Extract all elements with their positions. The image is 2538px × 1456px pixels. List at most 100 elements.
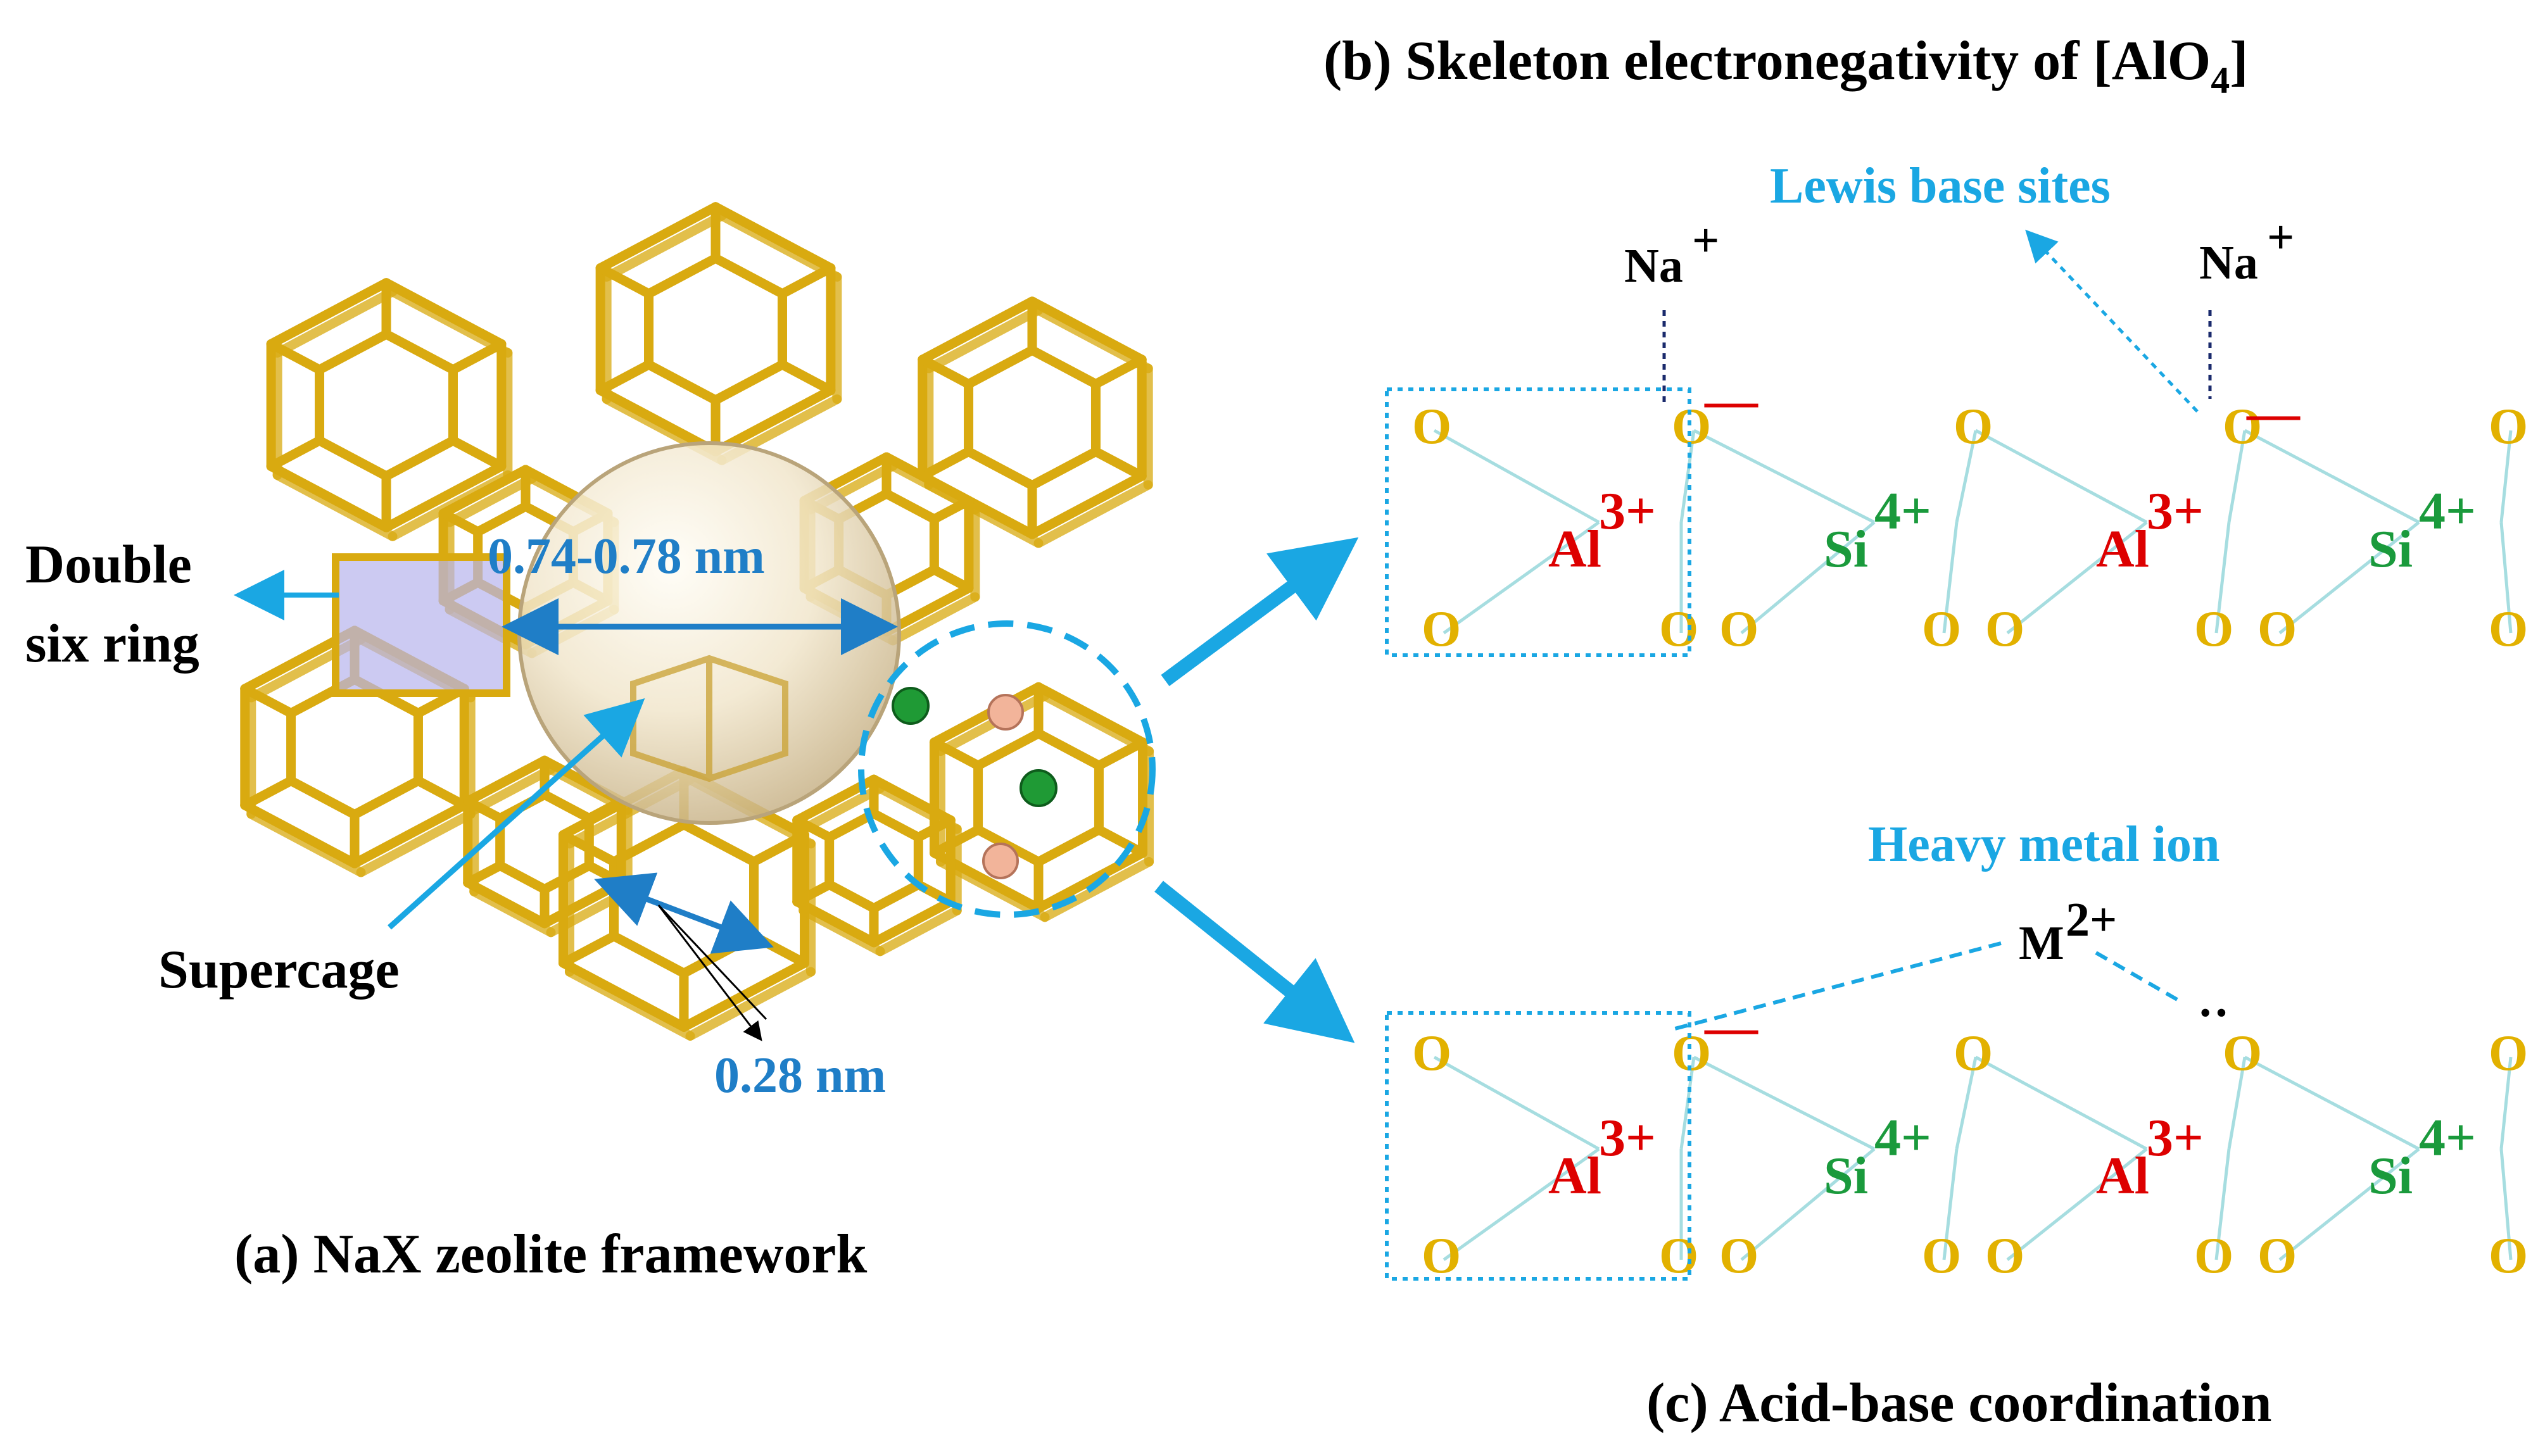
si-o-bond [1740,521,1876,634]
supercage-arrow [387,698,645,930]
na-ion-charge: + [2267,211,2294,264]
silicon-charge: 4+ [1874,1108,1931,1167]
metal-ion: M 2+ [2019,893,2117,970]
si-o-bond [1955,1057,1978,1150]
oxygen-atom: O [1922,1228,1961,1284]
oxygen-atom: O [1659,1228,1698,1284]
al-atom [982,843,1019,879]
panel-b-title: (b) Skeleton electronegativity of [AlO4] [1323,30,2249,101]
coordination-bond [1674,941,2002,1031]
aluminum-charge: 3+ [1599,1108,1656,1167]
oxygen-atom: O [2257,1228,2297,1284]
oxygen-atom: O [1922,601,1961,657]
sodalite-cage [929,682,1154,922]
negative-charge: — [2246,384,2301,442]
negative-charge: — [1704,998,1758,1057]
aluminum-atom: Al [2096,1146,2149,1205]
metal-ion-charge: 2+ [2066,893,2117,946]
si-o-bond [1942,522,1959,634]
oxygen-atom: O [1719,1228,1758,1284]
si-o-bond [2227,430,2247,523]
double-ring-label-line2: six ring [25,613,199,674]
si-o-bond [1679,1057,1696,1150]
si-o-bond [2278,521,2420,634]
si-o-bond [1693,1055,1876,1151]
negative-charge: — [1704,371,1758,430]
oxygen-atom: O [1672,1026,1711,1081]
window-size-label: 0.28 nm [714,1048,886,1103]
metal-ion-symbol: M [2019,917,2064,970]
panel-b-title-main: (b) Skeleton electronegativity of [AlO [1323,30,2211,92]
silicon-charge: 4+ [2419,1108,2476,1167]
silicon-charge: 4+ [2419,482,2476,541]
si-o-bond [1740,1148,1876,1261]
ring-atoms [892,687,1058,879]
window-size-arrow [594,872,774,954]
lone-pair: ·· [2197,986,2230,1039]
si-o-bond [2227,1057,2247,1150]
na-ion-symbol: Na [2199,236,2258,289]
na-ion-symbol: Na [1624,239,1683,292]
sodalite-cage [463,755,633,938]
aluminum-atom: Al [1548,520,1601,579]
silicon-atom: Si [2368,520,2413,579]
aluminum-atom: Al [2096,520,2149,579]
si-o-bond [1693,429,1876,524]
si-o-bond [2499,430,2513,523]
oxygen-atom: O [1954,1026,1993,1081]
oxygen-atom: O [1412,1026,1451,1081]
oxygen-atom: O [2489,1228,2528,1284]
oxygen-atom: O [1422,1228,1461,1284]
si-o-bond [2244,429,2420,524]
oxygen-atom: O [1719,601,1758,657]
aluminum-charge: 3+ [1599,482,1656,541]
si-o-bond [2499,522,2513,634]
si-o-bond [1974,1055,2148,1151]
sodalite-cage [792,774,962,957]
alo4-tetrahedron-box [1385,387,1691,657]
lewis-pointer [2025,229,2199,413]
arrow-to-panel-b [1161,537,1359,686]
supercage-label: Supercage [158,939,400,1000]
sodalite-cage [266,278,513,541]
panel-a-title: (a) NaX zeolite framework [234,1224,867,1285]
si-o-bond [2278,1148,2420,1261]
aluminum-charge: 3+ [2147,1108,2204,1167]
arrow-to-panel-c [1154,881,1355,1043]
lewis-base-label: Lewis base sites [1770,158,2111,214]
si-atom [1020,769,1058,807]
selected-ring-circle [858,620,1156,918]
coordination-bond [2095,951,2180,1002]
si-o-bond [1942,1148,1959,1260]
aluminum-charge: 3+ [2147,482,2204,541]
oxygen-atom: O [1954,399,1993,455]
na-ion-charge: + [1692,214,1719,267]
oxygen-atom: O [2223,399,2262,455]
oxygen-atom: O [1422,601,1461,657]
double-six-ring-highlight [332,553,510,697]
silicon-atom: Si [1824,520,1868,579]
oxygen-atom: O [2489,1026,2528,1081]
silicon-charge: 4+ [1874,482,1931,541]
si-o-bond [1433,1055,1600,1151]
silicon-atom: Si [1824,1146,1868,1205]
panel-b-title-subscript: 4 [2211,60,2230,101]
double-ring-label-line1: Double [25,534,192,594]
sodalite-cage [595,202,842,465]
na-ion: Na + [1624,214,1719,292]
si-o-bond [1955,430,1978,523]
si-o-bond [2499,1148,2513,1260]
window-leader-line [657,905,762,1041]
si-o-bond [1443,520,1600,635]
al-atom [987,694,1024,731]
window-leader-line [657,904,767,1020]
oxygen-atom: O [2257,601,2297,657]
si-o-bond [2006,1148,2148,1261]
sodalite-cage [918,296,1153,548]
na-ion: Na + [2199,211,2294,289]
si-o-bond [1433,429,1600,524]
oxygen-atom: O [2489,601,2528,657]
si-o-bond [2214,522,2231,634]
oxygen-atom: O [1412,399,1451,455]
